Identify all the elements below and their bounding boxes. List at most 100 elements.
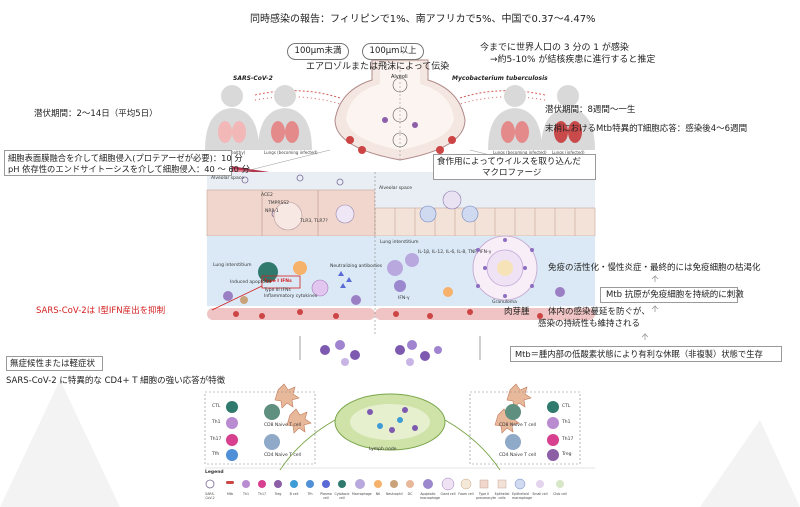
sars-header: SARS-CoV-2 (233, 75, 273, 82)
nrp1-label: NRP-1 (265, 209, 279, 214)
granuloma-jp-label: 肉芽腫 (504, 307, 530, 317)
tcell-right-naive-cd8: CD8 Naive T cell (499, 423, 537, 428)
coinfection-report: 同時感染の報告：フィリピンで1%、南アフリカで5%、中国で0.37〜4.47% (250, 14, 596, 25)
tcell-left-th1: Th1 (212, 420, 221, 425)
tcell-right-th1: Th1 (562, 420, 571, 425)
spread-line2: 感染の持続性も維持される (538, 319, 641, 329)
incubation-left: 潜伏期間：2〜14日（平均5日） (34, 109, 158, 119)
tcell-right-naive-cd4: CD4 Naive T cell (499, 453, 537, 458)
asymptomatic-text: 無症候性または軽症状 (10, 359, 96, 369)
left-tissue-panel (206, 172, 376, 336)
lung-interstitium-right-label: Lung interstitium (380, 240, 419, 245)
legend-item-label: Type II pneumocyte (476, 492, 496, 500)
tcell-left-th17: Th17 (210, 437, 222, 442)
dormant-box: Mtb＝腫内部の低酸素状態により有利な休眠（非複製）状態で生存 (510, 346, 782, 362)
legend-item-label: Treg (274, 492, 282, 496)
entry-line1: 細胞表面膜融合を介して細胞侵入(プロテアーゼが必要)：10 分 (8, 153, 243, 163)
dendritic-cell-icons (274, 383, 532, 434)
ifn-sub1-label: Type III IFNs (264, 288, 291, 293)
person-label-infected: Lungs (infected) (552, 150, 585, 155)
legend-item-label: Epithelioid macrophage (512, 492, 532, 500)
incubation-right: 潜伏期間：8週間〜一生 (545, 105, 636, 115)
mtb-header: Mycobacterium tuberculosis (452, 75, 548, 82)
legend-item-label: Club cell (553, 492, 567, 496)
arrow-icon (641, 333, 649, 340)
cytokines-label: IL-1β, IL-12, IL-6, IL-8, TNF, IFN-γ (418, 250, 492, 255)
legend-item-label: DC (407, 492, 413, 496)
ifn-sub2-label: Inflammatory cytokines (264, 294, 318, 299)
legend-item-label: Small cell (532, 492, 548, 496)
alveoli-header: Alveoli (391, 74, 408, 80)
legend-item-label: Foam cell (458, 492, 474, 496)
legend-item-label: Macrophage (352, 492, 372, 496)
size-small-pill: 100μm未満 (287, 43, 349, 60)
tcell-right-ctl: CTL (562, 404, 571, 409)
legend-item-label: Neutrophil (386, 492, 403, 496)
tcell-left-naive-cd4: CD4 Naive T cell (264, 453, 302, 458)
ifng-label: IFN-γ (398, 296, 410, 301)
legend-item-label: NK (375, 492, 381, 496)
lymph-node-illustration (279, 393, 501, 471)
tlr-label: TLR3, TLR7? (300, 219, 328, 224)
world-infection-line1: 今までに世界人口の 3 分の 1 が感染 (480, 43, 629, 53)
tcell-response-right: 末梢におけるMtb特異的T細胞応答：感染後4〜6週間 (545, 124, 748, 134)
tcell-left-naive-cd8: CD8 Naive T cell (264, 423, 302, 428)
alveolar-space-left-label: Alveolar space (211, 176, 245, 181)
antigen-box: Mtb 抗原が免疫細胞を持続的に刺激 (600, 287, 744, 303)
lymph-node-label: Lymph node (369, 447, 397, 452)
legend-item-label: Mtb (226, 492, 234, 496)
macrophage-box: 食作用によってウイルスを取り込んだ マクロファージ (433, 154, 596, 180)
arrow-icon (651, 275, 659, 282)
ifn-connector (211, 285, 263, 311)
macrophage-line1: 食作用によってウイルスを取り込んだ (437, 157, 581, 167)
bg-decoration (0, 380, 120, 507)
tcell-left-ctl: CTL (212, 404, 221, 409)
tcell-box-left (204, 391, 316, 465)
person-infected-icon (258, 85, 312, 150)
lymph-flow (299, 336, 481, 366)
person-healthy-icon (205, 85, 259, 150)
person-infected-icon (488, 85, 542, 150)
right-tissue-panel (374, 172, 596, 336)
legend-icons (205, 477, 564, 491)
ace2-label: ACE2 (261, 193, 273, 198)
bg-decoration (700, 420, 800, 507)
tcell-icons-right (505, 401, 559, 461)
person-label-infecting-right: Lungs (becoming infected) (493, 150, 547, 155)
arrow-icon (651, 305, 659, 312)
asymptomatic-box: 無症候性または軽症状 (6, 356, 103, 371)
alveolus-illustration (334, 59, 466, 161)
spread-line1: 体内の感染蔓延を防ぐが、 (548, 307, 650, 317)
entry-box: 細胞表面膜融合を介して細胞侵入(プロテアーゼが必要)：10 分 pH 依存性のエ… (4, 150, 250, 176)
tcell-box-right (469, 391, 581, 465)
immune-exhaustion-note: 免疫の活性化・慢性炎症・最終的には免疫細胞の枯渇化 (548, 263, 761, 273)
aerosol-stream-left (254, 90, 341, 105)
cd4-response-note: SARS-CoV-2 に特異的な CD4+ T 細胞の強い応答が特徴 (6, 376, 226, 386)
dormant-text: Mtb＝腫内部の低酸素状態により有利な休眠（非複製）状態で生存 (515, 349, 763, 359)
ifn-suppression-note: SARS-CoV-2は I型IFN産出を抑制 (36, 306, 166, 316)
tcell-right-th17: Th17 (562, 437, 574, 442)
antigen-text: Mtb 抗原が免疫細胞を持続的に刺激 (606, 290, 744, 300)
legend-item-label: Cytotoxic cell (334, 492, 350, 500)
transmission-note: エアロゾルまたは飛沫によって伝染 (306, 62, 450, 72)
legend-item-label: Tfh (307, 492, 313, 496)
granuloma-label: Granuloma (492, 300, 517, 305)
legend-title: Legend (205, 470, 224, 475)
legend-item-label: Apoptotic macrophage (420, 492, 440, 500)
tcell-right-treg: Treg (562, 452, 572, 457)
legend-item-label: B cell (289, 492, 299, 496)
aerosol-stream-right (459, 90, 546, 105)
legend-item-label: Th17 (257, 492, 267, 496)
world-infection-line2: →約5-10% が結核疾患に進行すると推定 (490, 55, 656, 65)
tmprss2-label: TMPRSS2 (268, 201, 290, 206)
legend-item-label: Th1 (243, 492, 249, 496)
size-large-pill: 100μm以上 (362, 43, 424, 60)
legend-item-label: Epithelial cells (494, 492, 510, 500)
legend-item-label: Plasma cell (320, 492, 332, 500)
ifn-box-label: Type I IFNs (264, 279, 292, 284)
macrophage-line2: マクロファージ (482, 168, 542, 178)
tcell-left-tfh: Tfh (212, 452, 220, 457)
entry-line2: pH 依存性のエンドサイトーシスを介して細胞侵入：40 〜 60 分 (8, 164, 250, 174)
person-sick-icon (541, 85, 595, 150)
